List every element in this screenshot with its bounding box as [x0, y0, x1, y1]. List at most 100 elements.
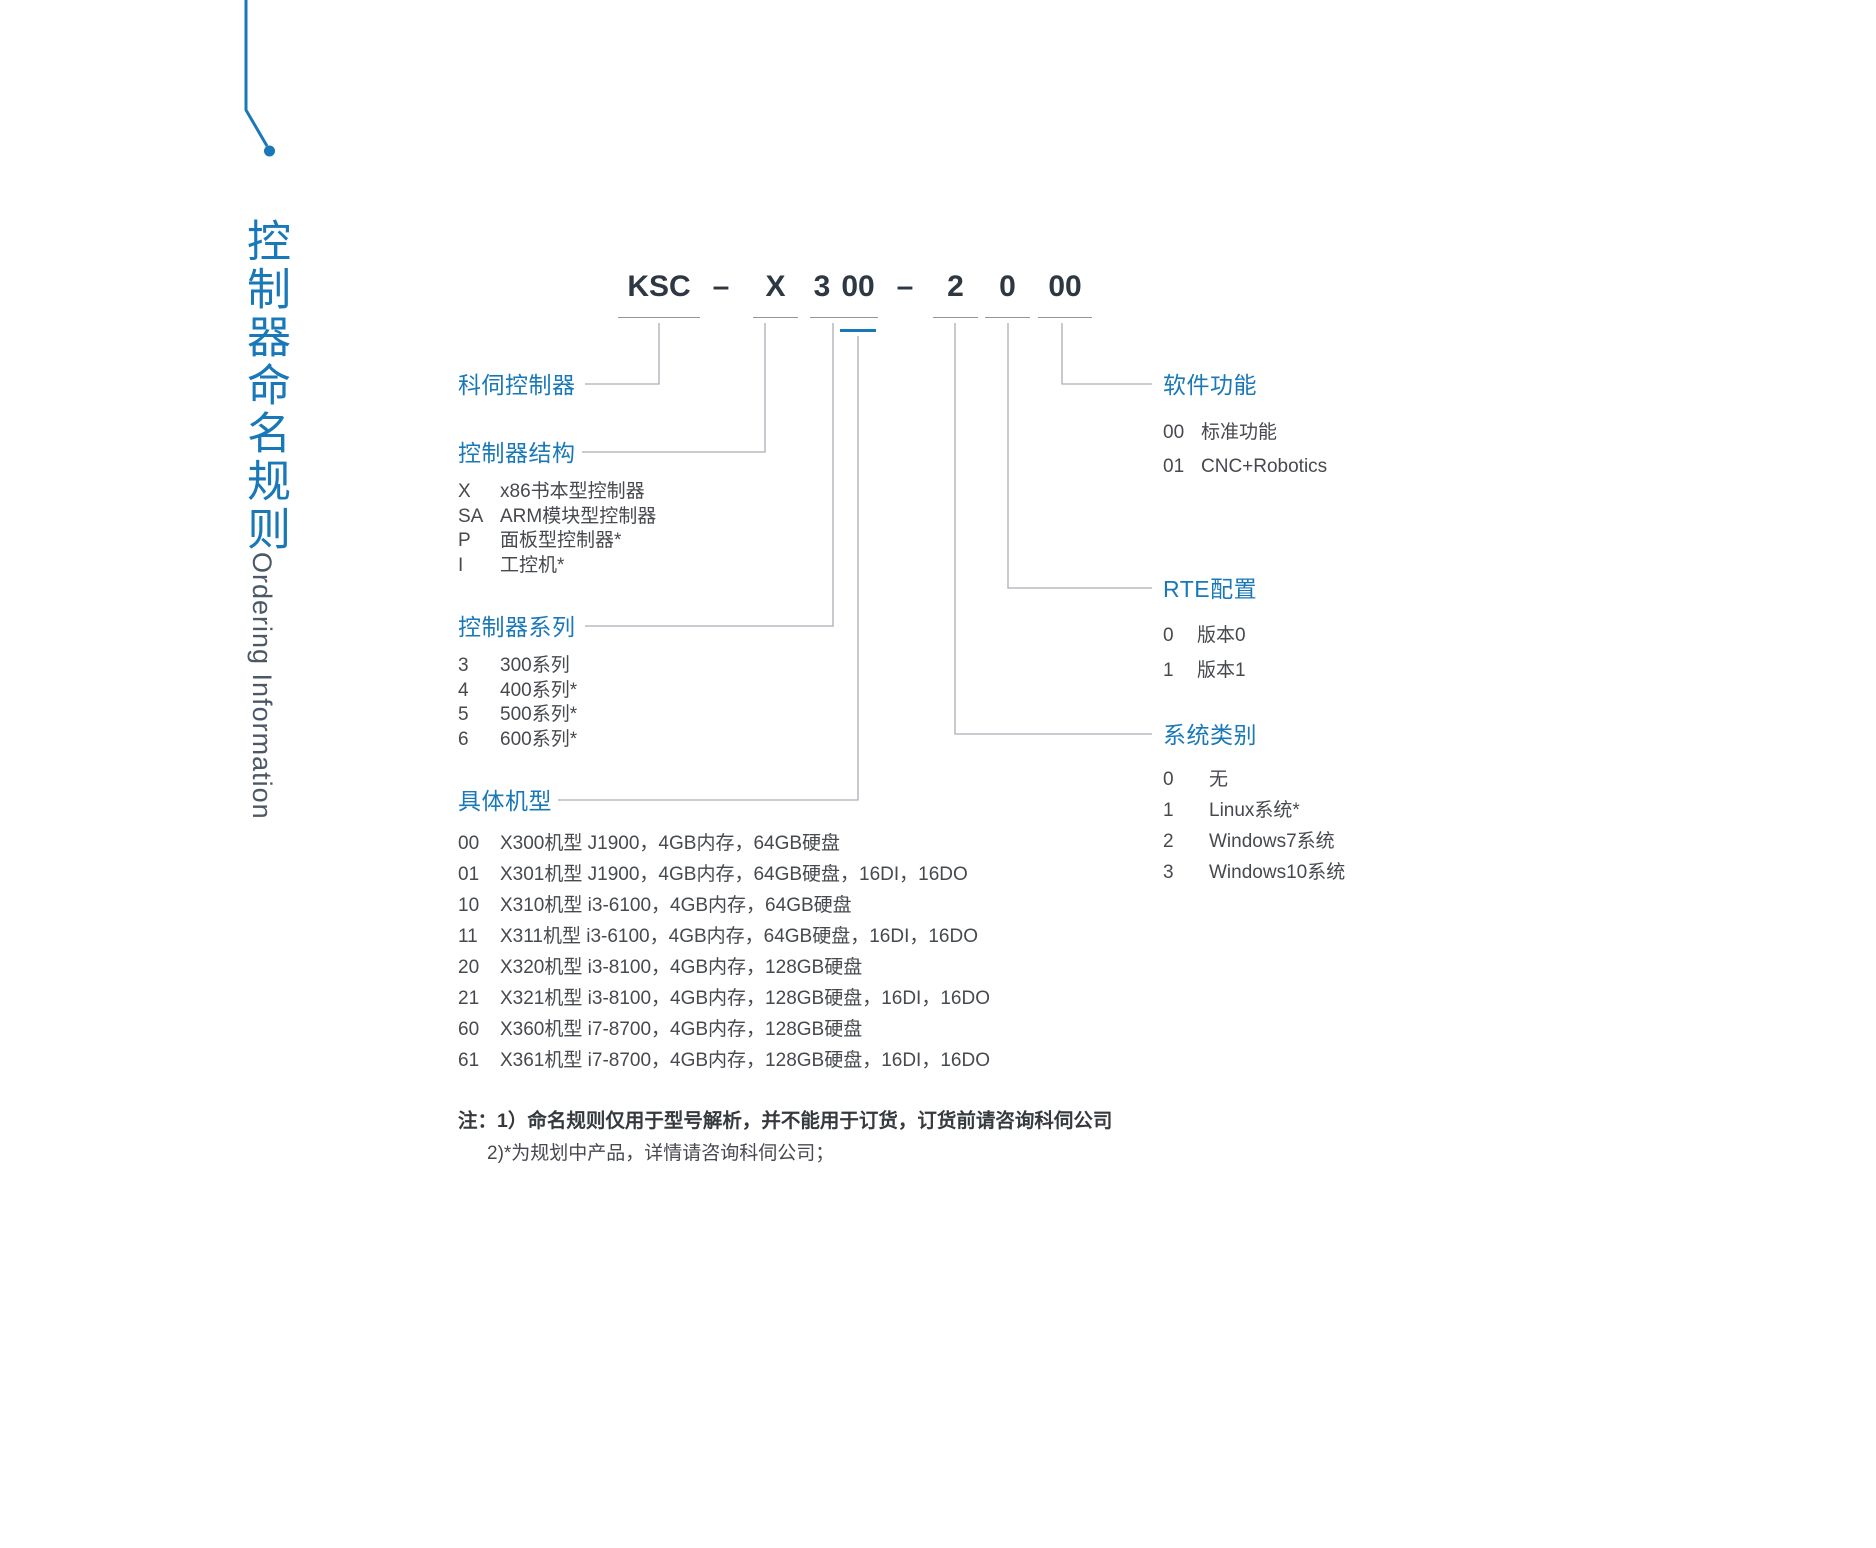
item-key: 1: [1163, 660, 1174, 681]
code-underline: [618, 317, 700, 318]
item-value: Windows10系统: [1209, 862, 1346, 883]
item-key: 60: [458, 1019, 480, 1040]
item-key: 00: [1163, 422, 1185, 443]
item-value: 标准功能: [1201, 422, 1278, 443]
page-title-vertical: 控制器命名规则: [240, 218, 289, 554]
item-key: 3: [458, 655, 469, 676]
item-key: 3: [1163, 862, 1174, 883]
code-underline: [753, 317, 798, 318]
item-value: Linux系统*: [1209, 800, 1300, 821]
code-system: 2: [947, 270, 964, 303]
item-key: 01: [458, 864, 480, 885]
item-value: X310机型 i3-6100，4GB内存，64GB硬盘: [500, 895, 852, 916]
item-key: SA: [458, 505, 484, 527]
code-prefix: KSC: [627, 270, 691, 303]
list-item: 3 Windows10系统: [1163, 857, 1345, 888]
item-key: 01: [1163, 456, 1185, 477]
list-item: 01 X301机型 J1900，4GB内存，64GB硬盘，16DI，16DO: [458, 859, 990, 890]
list-item: 01 CNC+Robotics: [1163, 450, 1327, 484]
item-key: 5: [458, 704, 469, 725]
item-key: 4: [458, 679, 469, 701]
code-structure: X: [765, 270, 786, 303]
list-item: 4 400系列*: [458, 679, 582, 704]
item-value: Windows7系统: [1209, 831, 1335, 852]
page-subtitle-vertical: Ordering Information: [247, 552, 277, 820]
list-item: I 工控机*: [458, 554, 656, 579]
list-item: 3 300系列: [458, 654, 582, 679]
item-value: 工控机*: [500, 554, 565, 576]
item-key: 20: [458, 957, 480, 978]
item-value: 600系列*: [500, 728, 578, 750]
list-item: 60 X360机型 i7-8700，4GB内存，128GB硬盘: [458, 1014, 990, 1045]
section-title: 控制器结构: [458, 439, 582, 467]
section-title: 控制器系列: [458, 613, 582, 641]
item-key: 6: [458, 728, 469, 750]
item-key: 00: [458, 833, 480, 854]
item-value: CNC+Robotics: [1201, 456, 1328, 477]
model-section: 具体机型 00 X300机型 J1900，4GB内存，64GB硬盘 01 X301机…: [458, 787, 990, 1076]
section-title: 科伺控制器: [458, 371, 582, 399]
item-value: 300系列: [500, 655, 570, 676]
software-list: 00 标准功能 01 CNC+Robotics: [1163, 416, 1327, 484]
code-software: 00: [1048, 270, 1082, 303]
item-key: 21: [458, 988, 480, 1009]
code-series: 3: [813, 270, 831, 303]
list-item: P 面板型控制器*: [458, 529, 656, 554]
item-key: 2: [1163, 831, 1174, 852]
item-value: X301机型 J1900，4GB内存，64GB硬盘，16DI，16DO: [500, 864, 968, 885]
section-title: RTE配置: [1163, 575, 1264, 603]
item-key: 61: [458, 1050, 480, 1071]
item-value: 面板型控制器*: [500, 530, 622, 551]
code-dash: –: [896, 270, 914, 303]
list-item: 6 600系列*: [458, 728, 582, 753]
code-underline: [810, 317, 878, 318]
model-list: 00 X300机型 J1900，4GB内存，64GB硬盘 01 X301机型 J19…: [458, 828, 990, 1076]
section-title: 系统类别: [1163, 721, 1263, 749]
item-value: X321机型 i3-8100，4GB内存，128GB硬盘，16DI，16DO: [500, 988, 990, 1009]
item-key: I: [458, 554, 464, 576]
footnote-1: 注：1）命名规则仅用于型号解析，并不能用于订货，订货前请咨询科伺公司: [458, 1110, 1113, 1132]
list-item: 21 X321机型 i3-8100，4GB内存，128GB硬盘，16DI，16DO: [458, 983, 990, 1014]
item-value: 无: [1209, 769, 1229, 790]
item-key: 11: [458, 926, 478, 947]
item-value: 版本0: [1197, 625, 1246, 646]
list-item: 11 X311机型 i3-6100，4GB内存，64GB硬盘，16DI，16DO: [458, 921, 990, 952]
software-section: 软件功能 00 标准功能 01 CNC+Robotics: [1163, 371, 1327, 484]
list-item: 00 X300机型 J1900，4GB内存，64GB硬盘: [458, 828, 990, 859]
item-value: X360机型 i7-8700，4GB内存，128GB硬盘: [500, 1019, 863, 1040]
code-underline: [933, 317, 978, 318]
code-model: 00: [841, 270, 875, 303]
item-value: X320机型 i3-8100，4GB内存，128GB硬盘: [500, 957, 863, 978]
list-item: 2 Windows7系统: [1163, 826, 1345, 857]
code-highlight-underline: [840, 329, 876, 332]
code-underline: [1038, 317, 1092, 318]
footnote-2: 2)*为规划中产品，详情请咨询科伺公司；: [487, 1143, 835, 1164]
code-dash: –: [712, 270, 730, 303]
item-value: 400系列*: [500, 679, 578, 701]
section-title: 具体机型: [458, 787, 558, 815]
code-rte: 0: [999, 270, 1016, 303]
item-key: P: [458, 530, 471, 551]
item-value: X300机型 J1900，4GB内存，64GB硬盘: [500, 833, 841, 854]
item-value: X311机型 i3-6100，4GB内存，64GB硬盘，16DI，16DO: [500, 926, 978, 947]
servo-controller-section: 科伺控制器: [458, 371, 582, 399]
section-title: 软件功能: [1163, 371, 1263, 399]
list-item: 00 标准功能: [1163, 416, 1327, 450]
